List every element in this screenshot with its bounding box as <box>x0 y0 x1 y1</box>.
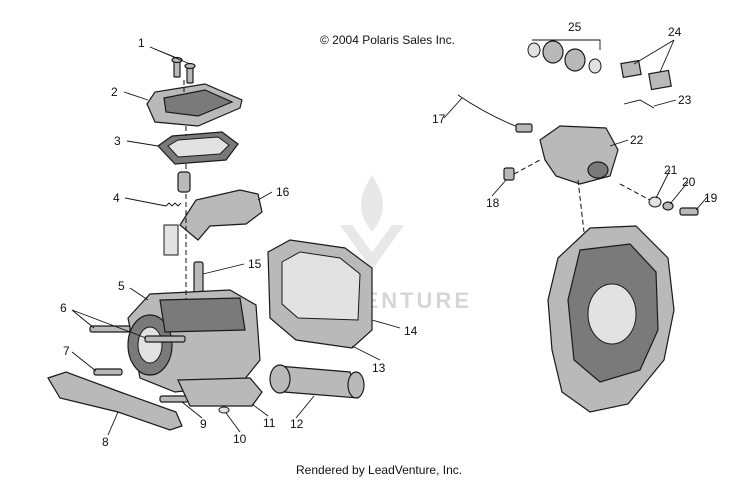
callout-11: 11 <box>263 416 276 430</box>
piston <box>177 171 191 193</box>
bracket <box>163 224 179 256</box>
part-24-brake-pads <box>620 59 672 91</box>
callout-10: 10 <box>233 432 247 446</box>
part-9-screw <box>159 395 189 403</box>
callout-13: 13 <box>372 361 386 375</box>
callout-3: 3 <box>114 134 121 148</box>
chaincase-housing <box>547 225 675 413</box>
part-15-pin <box>193 261 204 295</box>
callout-23: 23 <box>678 93 692 107</box>
part-12-grip <box>269 364 365 399</box>
callout-20: 20 <box>682 175 696 189</box>
callout-18: 18 <box>486 196 500 210</box>
part-19-bolt <box>679 207 699 216</box>
part-4-spring <box>163 202 182 256</box>
callout-labels: 1 2 3 4 5 6 7 8 9 10 11 12 13 14 15 16 1… <box>60 20 718 449</box>
guide-5 <box>577 179 585 233</box>
part-23-pad-spring <box>623 99 655 109</box>
callout-8: 8 <box>102 435 109 449</box>
callout-16: 16 <box>276 185 290 199</box>
callout-14: 14 <box>404 324 418 338</box>
footer-credit: Rendered by LeadVenture, Inc. <box>296 463 462 477</box>
guide-7 <box>513 159 541 175</box>
callout-24: 24 <box>668 25 682 39</box>
part-21-washer <box>648 196 662 208</box>
callout-15: 15 <box>248 257 262 271</box>
callout-21: 21 <box>664 163 678 177</box>
callout-7: 7 <box>63 344 70 358</box>
callout-25: 25 <box>568 20 582 34</box>
callout-12: 12 <box>290 417 304 431</box>
callout-1: 1 <box>138 36 145 50</box>
part-13-14-handguard <box>267 239 373 349</box>
callout-19: 19 <box>704 191 718 205</box>
callout-9: 9 <box>200 417 207 431</box>
part-7-screw <box>93 368 123 376</box>
part-18-bleeder <box>503 167 515 181</box>
callout-6: 6 <box>60 301 67 315</box>
part-16-brake-lever <box>179 189 263 241</box>
part-10-nut <box>218 406 230 414</box>
part-6-screws <box>89 325 186 343</box>
part-5-master-cylinder-housing <box>127 289 261 393</box>
callout-22: 22 <box>630 133 644 147</box>
caliper-port <box>587 161 609 179</box>
part-3-gasket <box>157 131 239 165</box>
part-17-brake-line <box>457 94 533 133</box>
callout-2: 2 <box>111 85 118 99</box>
part-20-washer <box>662 201 674 211</box>
callout-4: 4 <box>113 191 120 205</box>
leader-lines <box>71 39 709 436</box>
part-1-screws <box>171 56 196 84</box>
part-2-cover <box>146 83 243 127</box>
callout-17: 17 <box>432 112 446 126</box>
part-8-hand-lever <box>47 371 183 431</box>
copyright-text: © 2004 Polaris Sales Inc. <box>320 33 455 47</box>
callout-5: 5 <box>118 279 125 293</box>
part-11-clamp <box>177 377 263 407</box>
guide-6 <box>619 183 651 201</box>
part-25-caliper-pistons <box>527 40 602 74</box>
